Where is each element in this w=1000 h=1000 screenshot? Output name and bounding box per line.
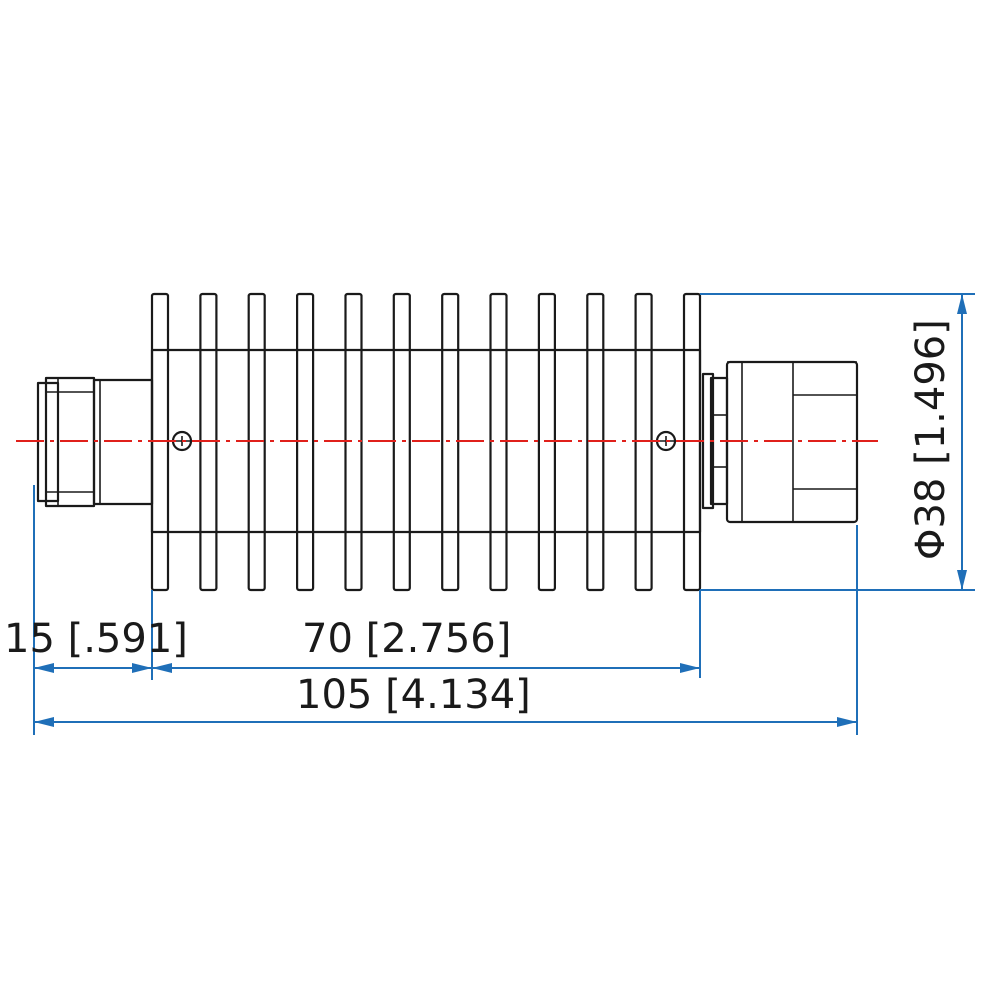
dimension-label-diameter: Φ38 [1.496] bbox=[908, 319, 954, 560]
heatsink-fin bbox=[392, 292, 411, 592]
heatsink-fin bbox=[441, 292, 460, 592]
dimension-diameter: Φ38 [1.496] bbox=[908, 294, 967, 590]
dimension-connector-length: 15 [.591] bbox=[4, 616, 188, 673]
extension-lines bbox=[33, 293, 975, 735]
dimension-label-15: 15 [.591] bbox=[4, 616, 188, 662]
dimension-overall-length: 105 [4.134] bbox=[34, 672, 857, 727]
dimension-label-70: 70 [2.756] bbox=[302, 616, 511, 662]
dimension-label-105: 105 [4.134] bbox=[296, 672, 531, 718]
dimension-body-length: 70 [2.756] bbox=[152, 616, 700, 673]
